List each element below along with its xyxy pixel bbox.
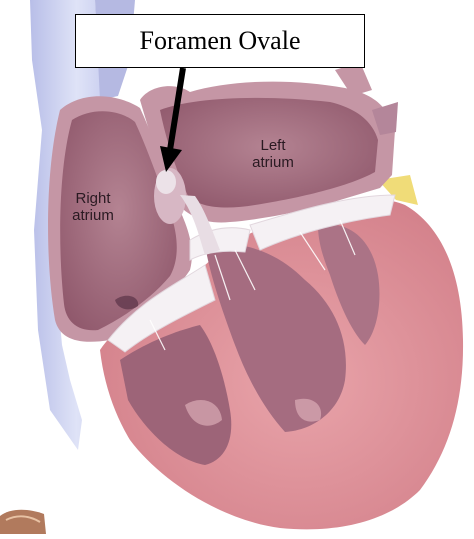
right-atrium-label: Right atrium (58, 190, 128, 224)
left-atrium-label-line2: atrium (238, 154, 308, 171)
right-atrium-label-line2: atrium (58, 207, 128, 224)
left-atrium-label: Left atrium (238, 137, 308, 171)
foramen-ovale-callout: Foramen Ovale (75, 14, 365, 68)
left-atrium-label-line1: Left (238, 137, 308, 154)
foramen-ovale-highlight (156, 170, 176, 194)
right-atrium-label-line1: Right (58, 190, 128, 207)
thumbnail-swatch (0, 510, 46, 534)
